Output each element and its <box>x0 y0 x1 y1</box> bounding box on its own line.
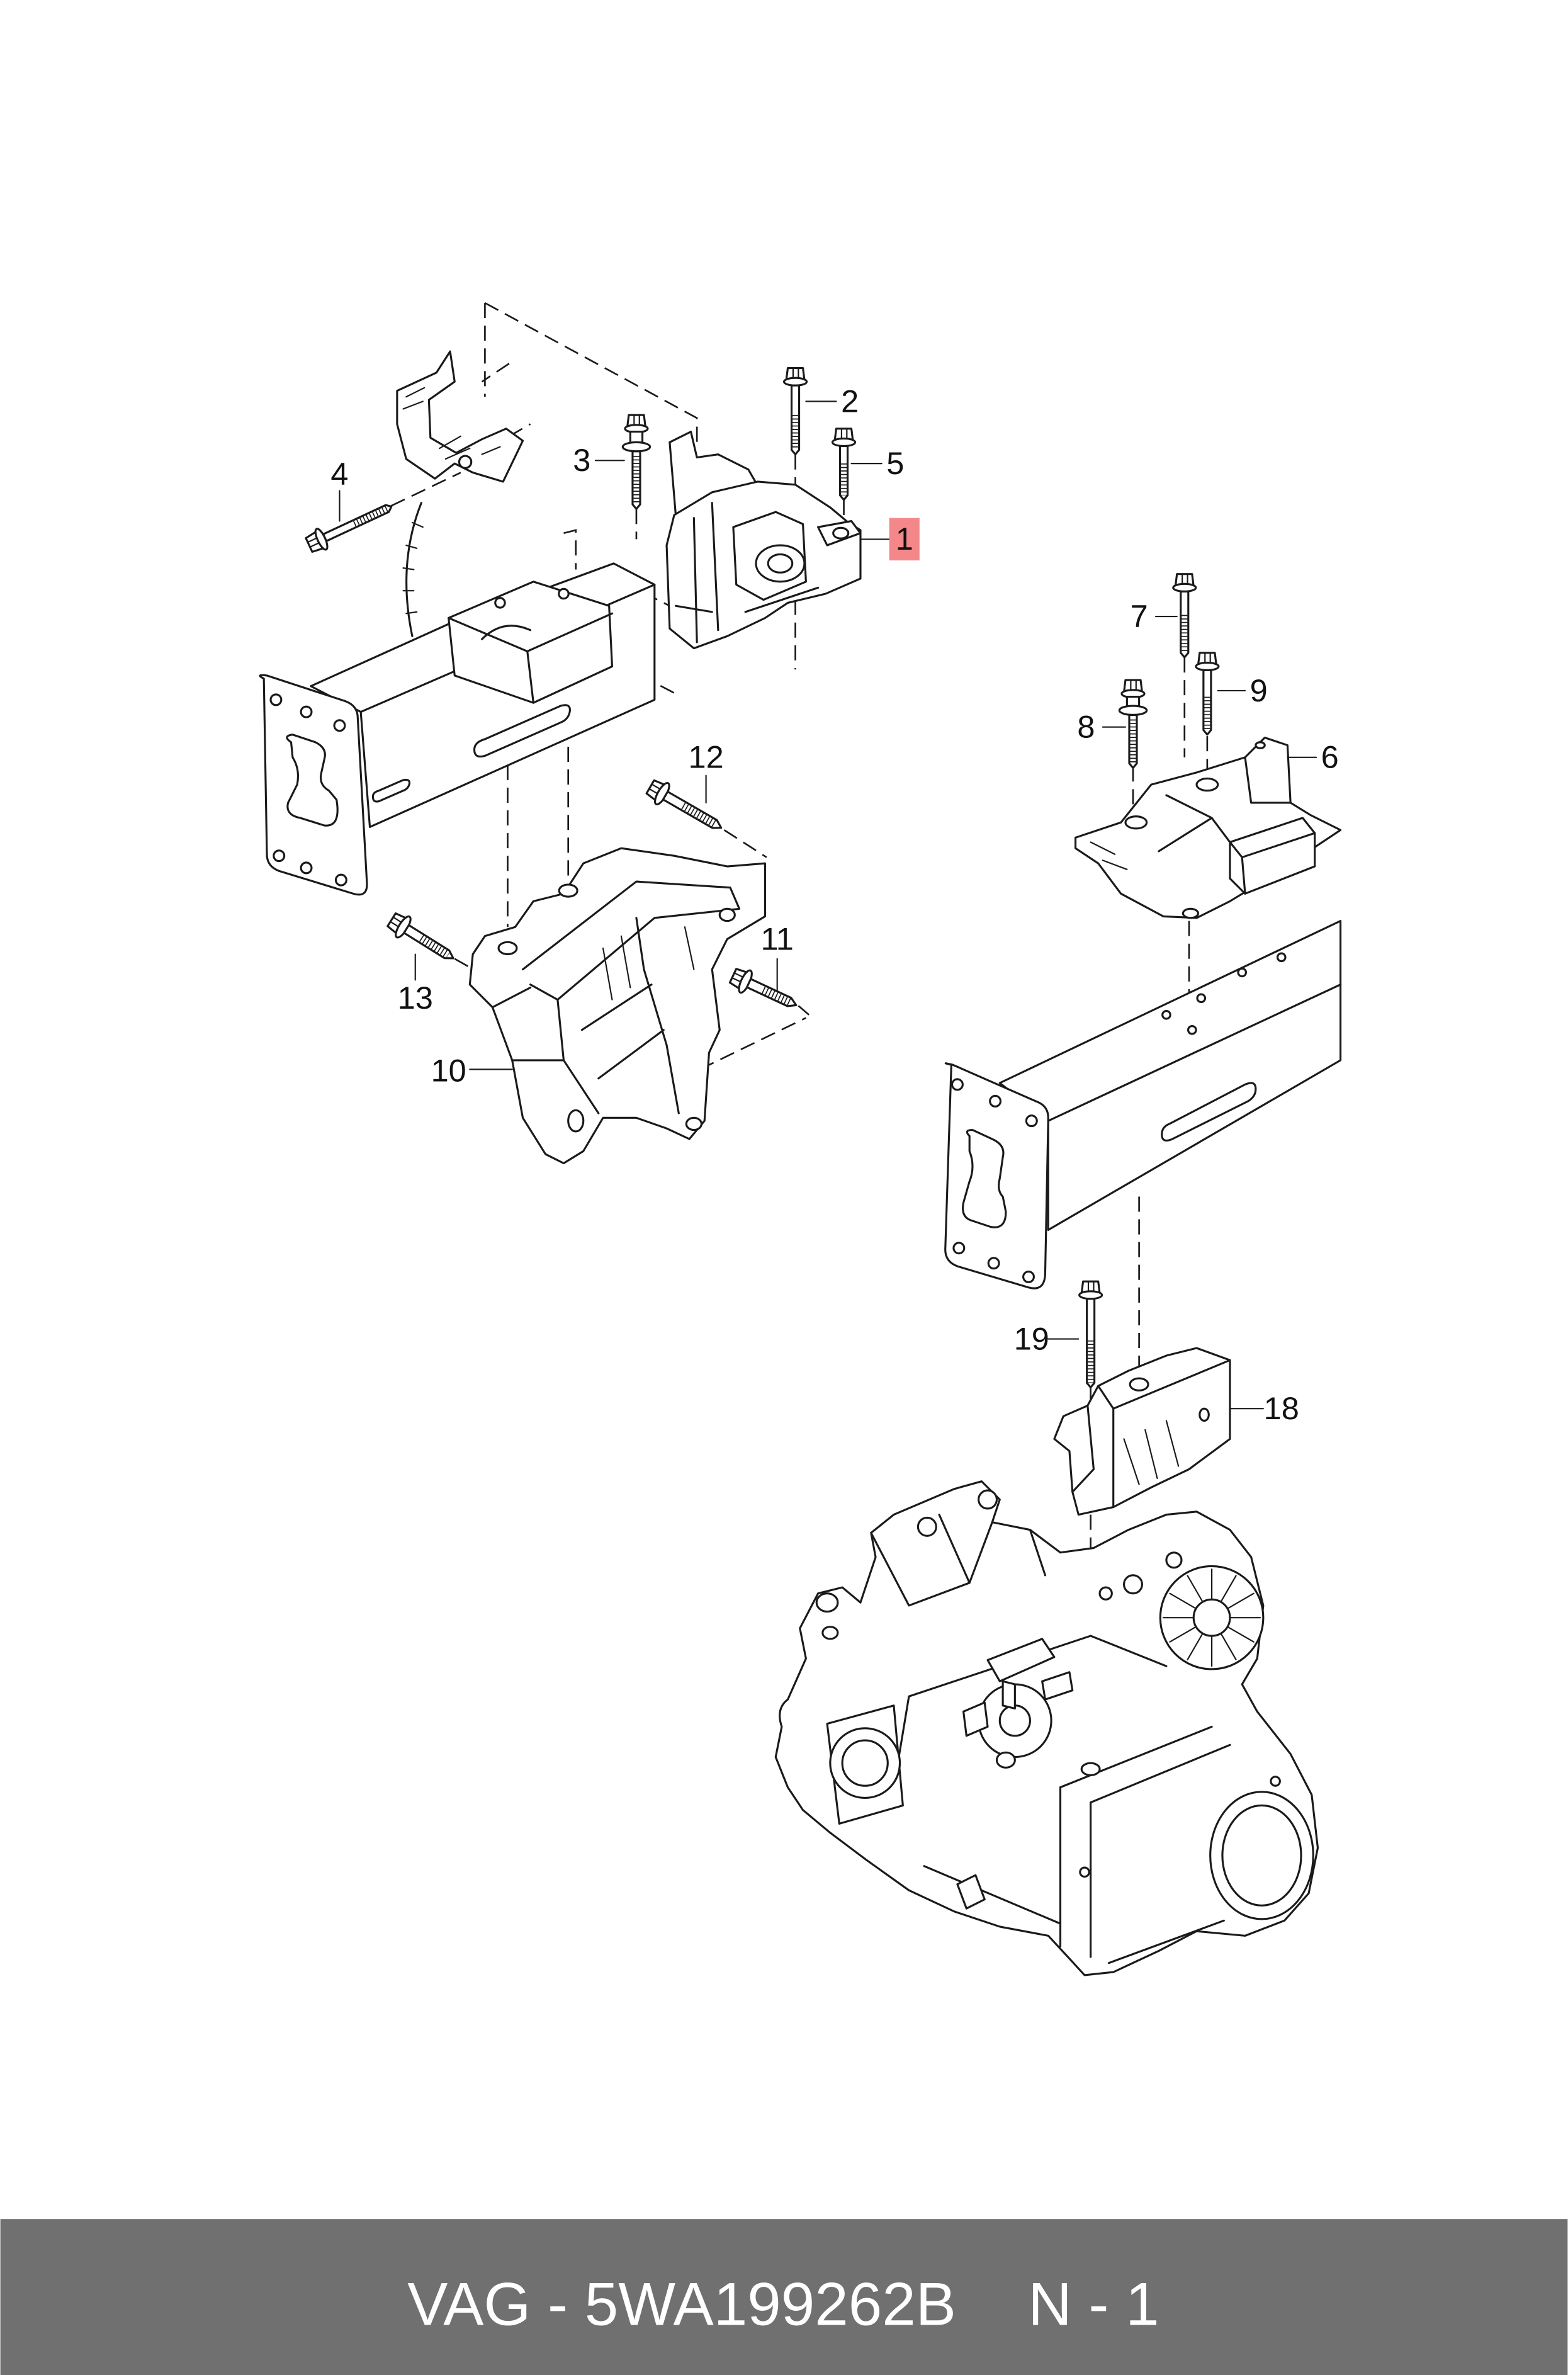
bolt-9 <box>1195 652 1220 736</box>
bolt-2 <box>782 367 808 456</box>
callout-7: 7 <box>1131 598 1148 634</box>
beam-flange-plate-right <box>944 1062 1049 1290</box>
subframe-beam-right <box>944 920 1342 1290</box>
gearbox <box>774 1480 1319 1976</box>
callout-3: 3 <box>573 442 590 478</box>
shift-mechanism <box>962 1638 1074 1769</box>
footer-bar: VAG - 5WA199262B N - 1 <box>0 2219 1568 2375</box>
callout-19: 19 <box>1014 1320 1049 1356</box>
bolt-11 <box>728 968 798 1007</box>
footer-background <box>0 2219 1568 2375</box>
callout-13: 13 <box>398 980 433 1016</box>
bolt-5 <box>831 428 857 501</box>
gearbox-support <box>1053 1347 1231 1516</box>
callout-1: 1 <box>896 521 913 557</box>
bolt-19 <box>1078 1280 1103 1389</box>
beam-mounting-pad <box>448 581 614 704</box>
output-flange <box>826 1704 904 1825</box>
callout-4: 4 <box>330 456 348 492</box>
bolt-12 <box>645 779 723 829</box>
callout-8: 8 <box>1077 709 1095 745</box>
subframe-beam-left <box>259 562 656 896</box>
gearbox-end-cover <box>1209 1791 1314 1920</box>
bolt-4 <box>305 504 393 553</box>
callout-9: 9 <box>1250 672 1268 708</box>
gearbox-mount <box>1074 736 1342 919</box>
bolt-13 <box>386 912 454 960</box>
callout-2: 2 <box>841 383 859 419</box>
mount-bracket <box>468 847 766 1165</box>
bolt-3 <box>621 414 651 510</box>
bolt-7 <box>1172 573 1197 659</box>
footer-part-number: VAG - 5WA199262B <box>407 2271 956 2338</box>
callouts: 1 2 3 4 5 6 7 8 9 10 11 12 13 18 19 <box>330 383 1338 1426</box>
callout-1-highlight <box>889 518 920 561</box>
body-side-bracket <box>396 350 524 637</box>
bolt-8 <box>1118 679 1148 769</box>
beam-flange-plate-left <box>259 674 368 896</box>
callout-11: 11 <box>760 921 793 956</box>
callout-12: 12 <box>689 739 724 775</box>
bell-housing <box>1159 1565 1265 1670</box>
callout-18: 18 <box>1264 1390 1299 1426</box>
footer-quantity: N - 1 <box>1028 2271 1159 2338</box>
callout-6: 6 <box>1321 739 1339 775</box>
callout-5: 5 <box>886 445 904 481</box>
engine-mount <box>665 431 862 650</box>
callout-10: 10 <box>431 1053 466 1089</box>
